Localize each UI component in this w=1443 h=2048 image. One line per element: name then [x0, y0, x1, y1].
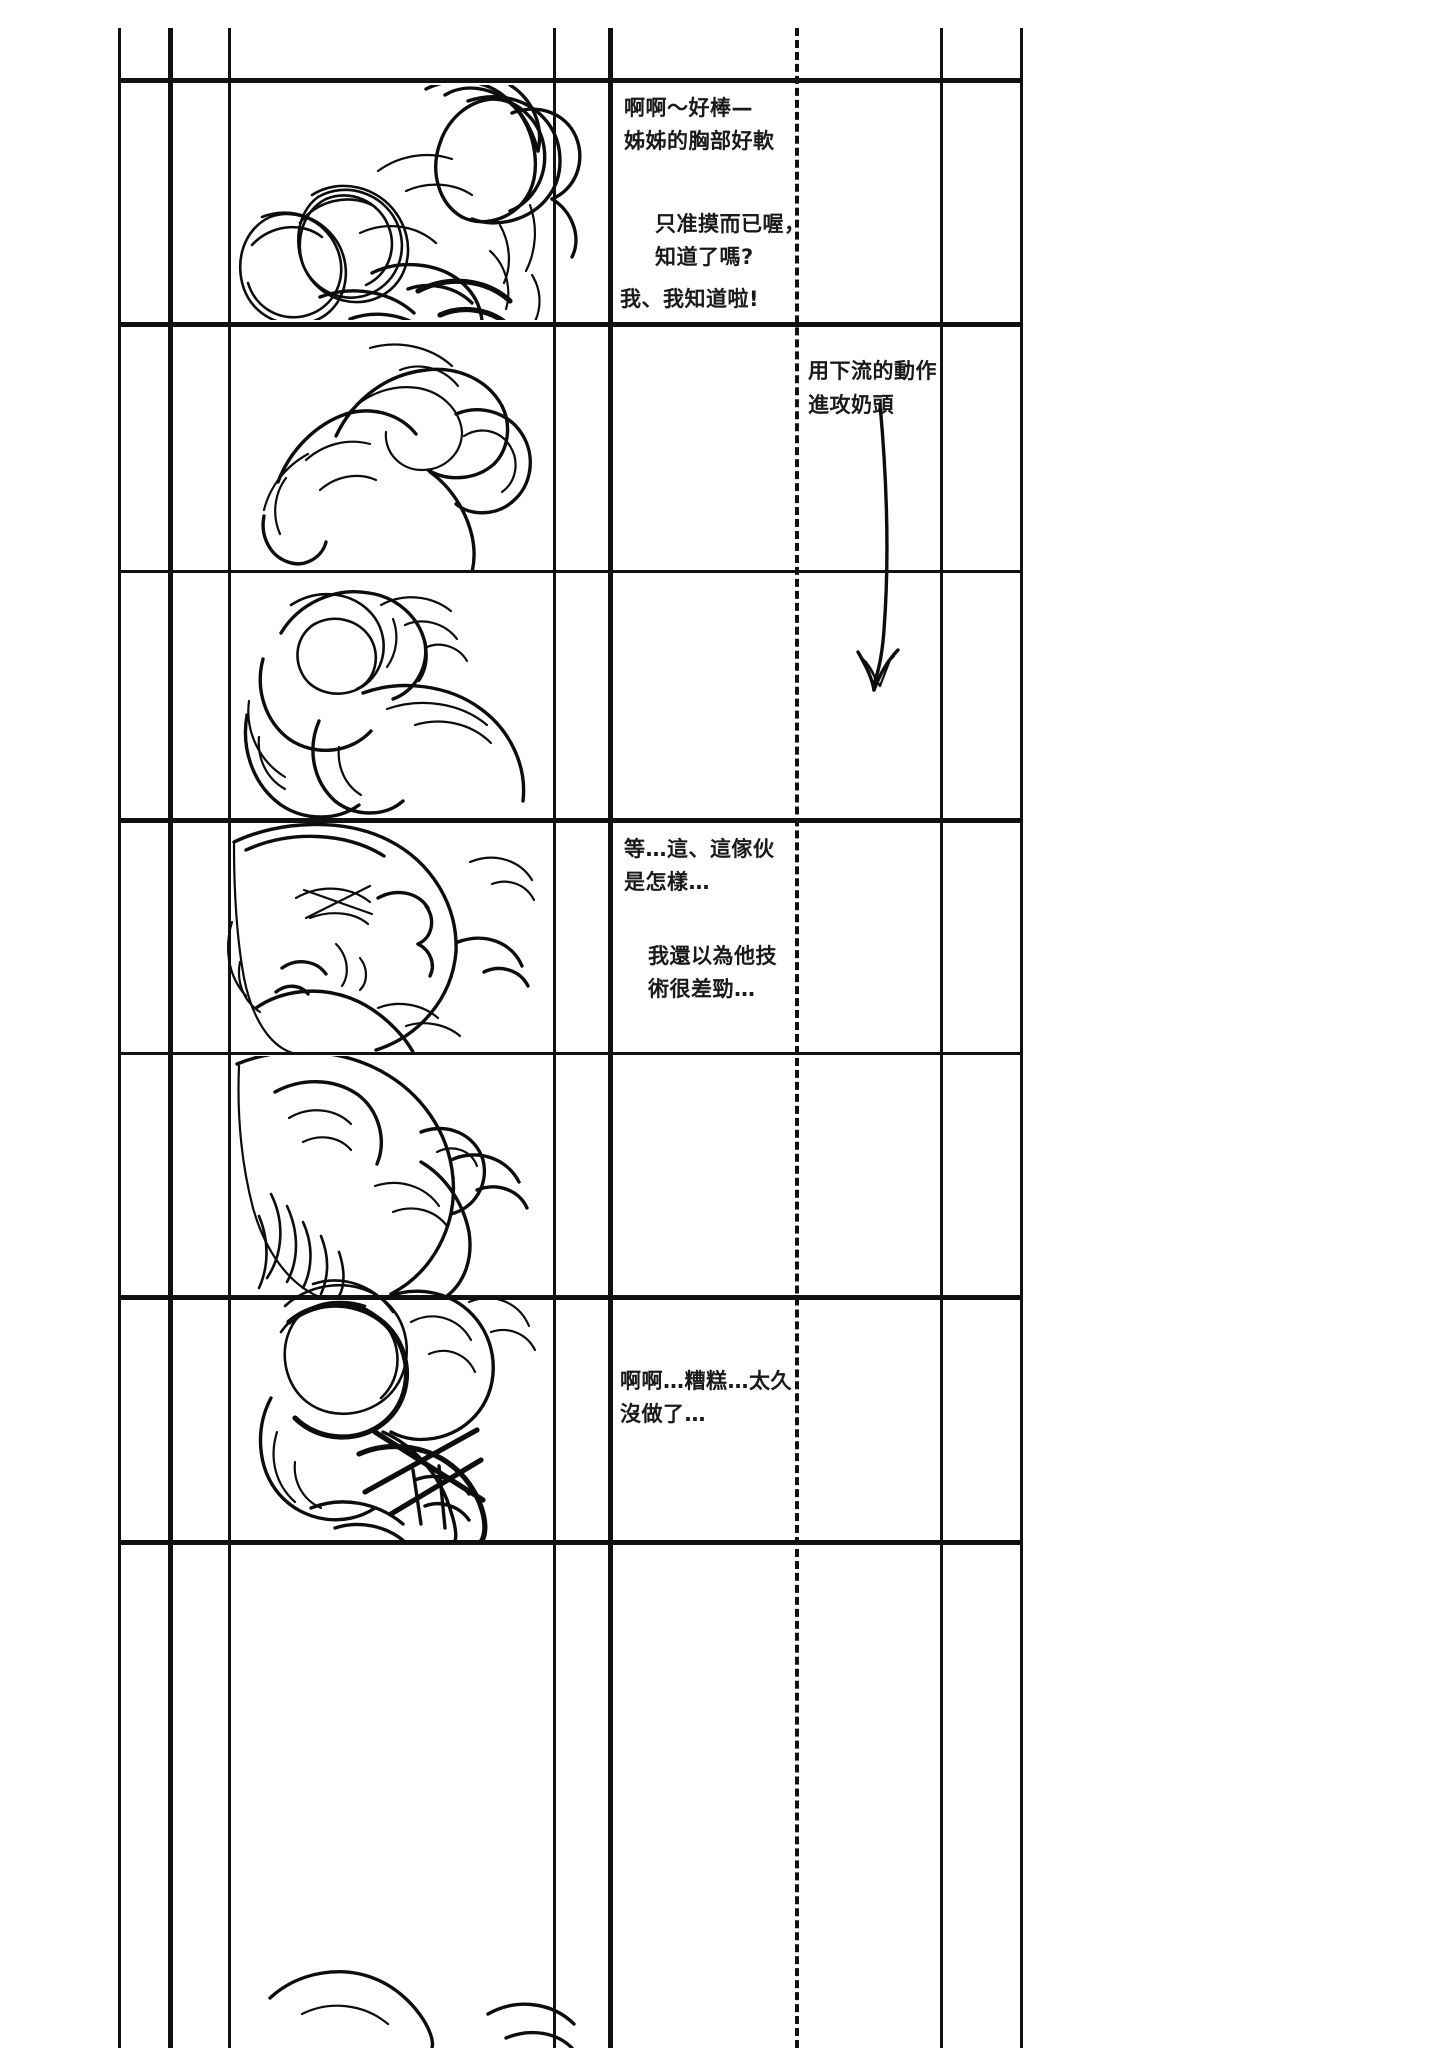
panel-2-sketch — [250, 340, 570, 570]
guide-line-vertical-7 — [1020, 28, 1023, 2048]
panel-divider-5 — [118, 1052, 1022, 1055]
panel-4-sketch — [220, 822, 590, 1054]
panel-divider-2 — [118, 322, 1022, 327]
guide-line-vertical-1 — [118, 28, 121, 2048]
panel-1-dialogue-2: 只准摸而已喔， 知道了嗎? — [655, 212, 806, 269]
panel-1-dialogue-3: 我、我知道啦! — [620, 287, 760, 311]
panel-4-dialogue-1: 等…這、這傢伙 是怎樣… — [624, 837, 775, 894]
panel-4-dialogue-2: 我還以為他技 術很差勁… — [648, 944, 777, 1001]
panel-6-dialogue-1: 啊啊…糟糕…太久 沒做了… — [620, 1369, 792, 1426]
panel-1-sketch — [200, 85, 600, 320]
panel-divider-1 — [118, 78, 1022, 83]
guide-line-vertical-dashed-center — [795, 28, 799, 2048]
panel-7-sketch — [250, 1560, 590, 2048]
panel-divider-6 — [118, 1295, 1022, 1300]
guide-line-vertical-5 — [608, 28, 613, 2048]
guide-line-vertical-3 — [228, 28, 231, 2048]
guide-line-vertical-2 — [168, 28, 173, 2048]
panel-6-sketch — [225, 1262, 605, 1542]
panel-divider-3 — [118, 570, 1022, 573]
guide-line-vertical-6 — [940, 28, 943, 2048]
panel-3-sketch — [235, 585, 575, 820]
annotation-arrow-icon — [840, 400, 930, 700]
panel-divider-4 — [118, 818, 1022, 823]
guide-line-vertical-4 — [553, 28, 556, 2048]
panel-5-sketch — [225, 1056, 585, 1296]
panel-1-dialogue-1: 啊啊～好棒— 姊姊的胸部好軟 — [624, 96, 775, 153]
panel-divider-7 — [118, 1540, 1022, 1545]
